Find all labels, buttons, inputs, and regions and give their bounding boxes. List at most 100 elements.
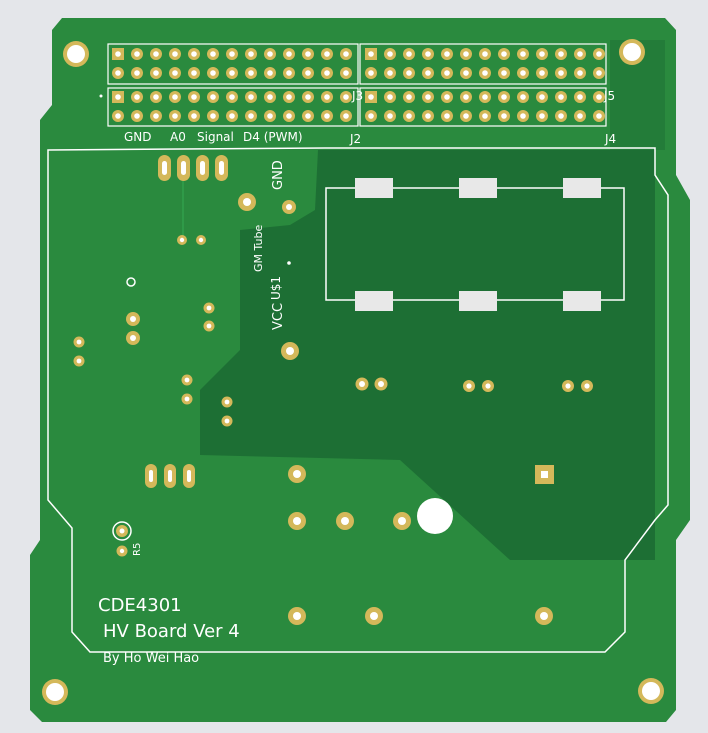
pin-hole (425, 94, 431, 100)
pin-hole (444, 51, 450, 57)
pin-hole (172, 94, 178, 100)
pin-hole (286, 94, 292, 100)
pin-hole (406, 113, 412, 119)
tube-label-u1: U$1 (269, 276, 283, 300)
pin-hole (224, 399, 230, 405)
pin-hole (115, 94, 121, 100)
copper-pour-right (200, 150, 655, 560)
pin-hole (463, 94, 469, 100)
pin-hole (130, 316, 136, 322)
silk-marker (99, 94, 103, 98)
pin-hole (229, 51, 235, 57)
pin-hole (485, 383, 491, 389)
pin-hole (305, 51, 311, 57)
pin-hole (343, 70, 349, 76)
pin-hole (210, 113, 216, 119)
pin-hole (134, 113, 140, 119)
pin-hole (115, 51, 121, 57)
pin-hole (463, 51, 469, 57)
pin-hole (596, 51, 602, 57)
pin-hole (577, 94, 583, 100)
pin-hole (115, 70, 121, 76)
pin-hole (324, 94, 330, 100)
pin-hole (406, 94, 412, 100)
pin-hole (577, 113, 583, 119)
pin-hole (191, 51, 197, 57)
pin-hole (305, 70, 311, 76)
header-label-j3: J3 (351, 89, 363, 103)
pin-hole (343, 94, 349, 100)
board-author: By Ho Wei Hao (103, 651, 199, 666)
pin-hole (539, 70, 545, 76)
pin-hole (368, 94, 374, 100)
pin-label-d4: D4 (PWM) (243, 130, 303, 144)
header-j5-outline (359, 43, 607, 85)
resistor-label-r5: R5 (132, 543, 143, 556)
pin-hole (539, 51, 545, 57)
pin-hole (210, 94, 216, 100)
transformer-pads (355, 178, 601, 311)
pin-hole (115, 113, 121, 119)
board-code: CDE4301 (98, 595, 182, 616)
pin-hole (229, 70, 235, 76)
tube-label-gm-tube: GM Tube (252, 224, 265, 272)
pin-hole (198, 237, 204, 243)
pin-hole (596, 94, 602, 100)
resistor-r5-hole (119, 528, 125, 534)
header-j3-outline (107, 43, 359, 85)
tube-label-vcc: VCC (271, 303, 286, 330)
pin-hole (584, 383, 590, 389)
pin-hole (286, 113, 292, 119)
pin-label-gnd: GND (124, 130, 152, 144)
header-label-j4: J4 (604, 132, 616, 146)
pin-hole (368, 113, 374, 119)
pin-hole (286, 70, 292, 76)
pin-hole (76, 358, 82, 364)
pin-hole (286, 347, 294, 355)
pin-hole (324, 113, 330, 119)
pin-hole (286, 204, 292, 210)
header-j2-outline (107, 87, 359, 127)
pin-hole (520, 94, 526, 100)
pin-hole (179, 237, 185, 243)
pin-hole (520, 51, 526, 57)
connector-pads (158, 155, 228, 181)
pin-hole (558, 94, 564, 100)
pin-hole (463, 113, 469, 119)
pin-hole (501, 70, 507, 76)
pin-hole (406, 70, 412, 76)
pin-hole (172, 70, 178, 76)
pin-hole (134, 94, 140, 100)
pin-hole (444, 94, 450, 100)
corner-mounting-holes (42, 39, 664, 705)
pin-hole (210, 51, 216, 57)
pin-hole (134, 51, 140, 57)
resistor-r5-hole-2 (119, 548, 125, 554)
header-label-j2: J2 (349, 132, 361, 146)
pin-hole (305, 113, 311, 119)
pin-hole (248, 113, 254, 119)
pin-hole (184, 396, 190, 402)
pin-hole (191, 94, 197, 100)
pin-hole (425, 113, 431, 119)
pin-hole (206, 323, 212, 329)
pin-hole (540, 612, 548, 620)
pin-hole (293, 612, 301, 620)
pin-hole (153, 113, 159, 119)
pin-hole (501, 113, 507, 119)
pin-hole (134, 70, 140, 76)
pin-hole (387, 94, 393, 100)
pin-hole (444, 113, 450, 119)
pin-hole (267, 70, 273, 76)
pin-hole (267, 51, 273, 57)
pin-hole (191, 113, 197, 119)
pin-hole (248, 94, 254, 100)
resistor-r5-outline (112, 521, 132, 541)
pin-hole (172, 51, 178, 57)
pin-hole (359, 381, 365, 387)
pin-hole (398, 517, 406, 525)
silk-marker (126, 277, 136, 287)
tube-label-gnd: GND (271, 160, 286, 190)
pin-hole (425, 51, 431, 57)
